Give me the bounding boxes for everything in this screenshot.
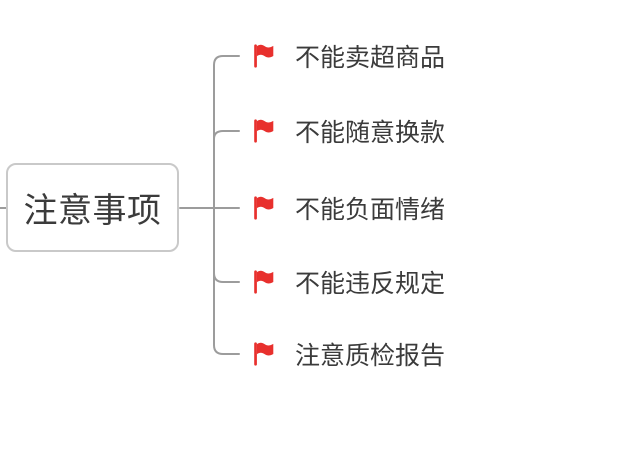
- branch-node-1[interactable]: 不能卖超商品: [252, 39, 445, 73]
- branch-node-label: 不能卖超商品: [295, 44, 446, 72]
- connector-spine: [213, 55, 240, 355]
- red-flag-icon: [254, 44, 274, 68]
- branch-node-2[interactable]: 不能随意换款: [252, 114, 445, 148]
- branch-node-3[interactable]: 不能负面情绪: [252, 191, 445, 225]
- branch-node-label: 不能随意换款: [295, 119, 446, 147]
- connector-branch-2: [213, 130, 240, 140]
- branch-node-label: 注意质检报告: [295, 342, 446, 370]
- red-flag-icon: [254, 119, 274, 143]
- branch-node-5[interactable]: 注意质检报告: [252, 337, 445, 371]
- root-node-label: 注意事项: [23, 192, 162, 230]
- branch-node-label: 不能违反规定: [295, 270, 446, 298]
- root-node[interactable]: 注意事项: [6, 163, 179, 252]
- red-flag-icon: [254, 342, 274, 366]
- red-flag-icon: [254, 270, 274, 294]
- branch-node-label: 不能负面情绪: [295, 196, 446, 224]
- connector-branch-4: [213, 272, 240, 283]
- branch-node-4[interactable]: 不能违反规定: [252, 265, 445, 299]
- red-flag-icon: [254, 196, 274, 220]
